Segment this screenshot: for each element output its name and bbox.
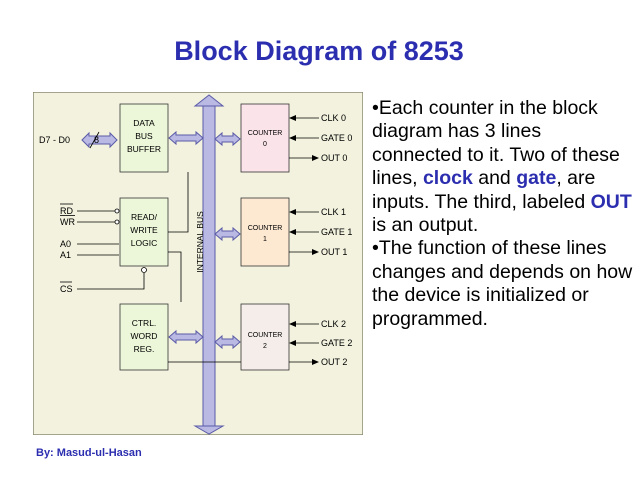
- control-word-register-line1: CTRL.: [132, 318, 157, 328]
- counter0-out-arrowhead: [312, 155, 319, 161]
- counter1-out-label: OUT 1: [321, 247, 347, 257]
- counter0-gate-arrowhead: [289, 135, 296, 141]
- cs-input-line: [77, 273, 145, 290]
- bullet-1: •Each counter in the block diagram has 3…: [372, 97, 634, 237]
- counter0-clk-label: CLK 0: [321, 113, 346, 123]
- counter0-name: COUNTER: [248, 130, 283, 137]
- buffer-bus-arrow: [168, 130, 204, 146]
- control-word-register-line2: WORD: [131, 331, 158, 341]
- bus-width-label: 8: [94, 135, 99, 145]
- bullet-text: •Each counter in the block diagram has 3…: [372, 97, 634, 331]
- out-keyword: OUT: [590, 190, 632, 213]
- read-write-logic-line2: WRITE: [130, 225, 158, 235]
- read-write-logic-block: [119, 197, 169, 267]
- bullet-1-intro: •Each counter in the block diagram has 3…: [372, 97, 620, 190]
- bullet-1-end: is an output.: [372, 214, 479, 237]
- counter0-index: 0: [263, 141, 267, 148]
- counter2-name: COUNTER: [248, 332, 283, 339]
- diagram-background: [33, 92, 363, 435]
- counter0-block: [240, 103, 290, 173]
- data-bus-buffer-line2: BUS: [135, 131, 153, 141]
- control-word-register-line3: REG.: [134, 344, 155, 354]
- counter2-bus-arrow: [214, 334, 241, 350]
- cs-input-bubble: [141, 267, 147, 273]
- clock-keyword: clock: [422, 167, 473, 190]
- bus-width-slash: [89, 131, 100, 149]
- counter1-gate-label: GATE 1: [321, 227, 352, 237]
- counter2-block: [240, 303, 290, 371]
- counter1-bus-arrow: [214, 226, 241, 242]
- data-bus-buffer-line3: BUFFER: [127, 144, 161, 154]
- wr-input-label: WR: [60, 217, 75, 227]
- cs-input-label: CS: [60, 284, 73, 294]
- ctrl-word-bus-arrow: [168, 329, 204, 345]
- counter0-bus-arrow: [214, 131, 241, 147]
- rw-to-ctrl-line: [168, 251, 182, 302]
- read-write-logic-line1: READ/: [131, 212, 158, 222]
- gate-keyword: gate: [516, 167, 557, 190]
- bullet-1-middle: , are inputs. The third, labeled: [372, 167, 596, 213]
- bullet-1-and: and: [472, 167, 517, 190]
- slide-title: Block Diagram of 8253: [174, 36, 464, 66]
- counter1-clk-label: CLK 1: [321, 207, 346, 217]
- author-byline: By: Masud-ul-Hasan: [36, 447, 142, 459]
- counter2-gate-label: GATE 2: [321, 338, 352, 348]
- counter0-out-label: OUT 0: [321, 153, 347, 163]
- counter2-index: 2: [263, 343, 267, 350]
- rw-to-bus-line: [168, 172, 189, 233]
- internal-bus-label: INTERNAL BUS: [195, 211, 205, 273]
- counter1-out-arrowhead: [312, 249, 319, 255]
- counter0-clk-arrowhead: [289, 115, 296, 121]
- data-bus-buffer-line1: DATA: [133, 118, 155, 128]
- counter1-clk-arrowhead: [289, 209, 296, 215]
- rd-input-label: RD: [60, 206, 73, 216]
- rd-input-bubble: [114, 208, 120, 214]
- counter2-out-arrowhead: [312, 359, 319, 365]
- block-diagram-8253: INTERNAL BUS D7 - D0 8 DATA BUS BUFFER R…: [33, 92, 363, 435]
- wr-input-bubble: [114, 219, 120, 225]
- data-bus-buffer-block: [119, 103, 169, 173]
- counter2-out-label: OUT 2: [321, 357, 347, 367]
- data-bus-arrow: [81, 131, 118, 149]
- counter2-clk-arrowhead: [289, 321, 296, 327]
- counter2-gate-arrowhead: [289, 340, 296, 346]
- read-write-logic-line3: LOGIC: [131, 238, 157, 248]
- a1-input-label: A1: [60, 250, 71, 260]
- counter1-name: COUNTER: [248, 225, 283, 232]
- internal-bus-bottom-arrow: [193, 425, 225, 435]
- a0-input-label: A0: [60, 239, 71, 249]
- counter1-index: 1: [263, 236, 267, 243]
- internal-bus-top-arrow: [193, 94, 225, 107]
- block-diagram-svg: INTERNAL BUS D7 - D0 8 DATA BUS BUFFER R…: [33, 92, 363, 435]
- counter2-clk-label: CLK 2: [321, 319, 346, 329]
- control-word-register-block: [119, 303, 169, 371]
- counter0-gate-label: GATE 0: [321, 133, 352, 143]
- bullet-2: •The function of these lines changes and…: [372, 237, 633, 330]
- counter1-block: [240, 197, 290, 267]
- data-bus-label: D7 - D0: [39, 135, 70, 145]
- counter1-gate-arrowhead: [289, 229, 296, 235]
